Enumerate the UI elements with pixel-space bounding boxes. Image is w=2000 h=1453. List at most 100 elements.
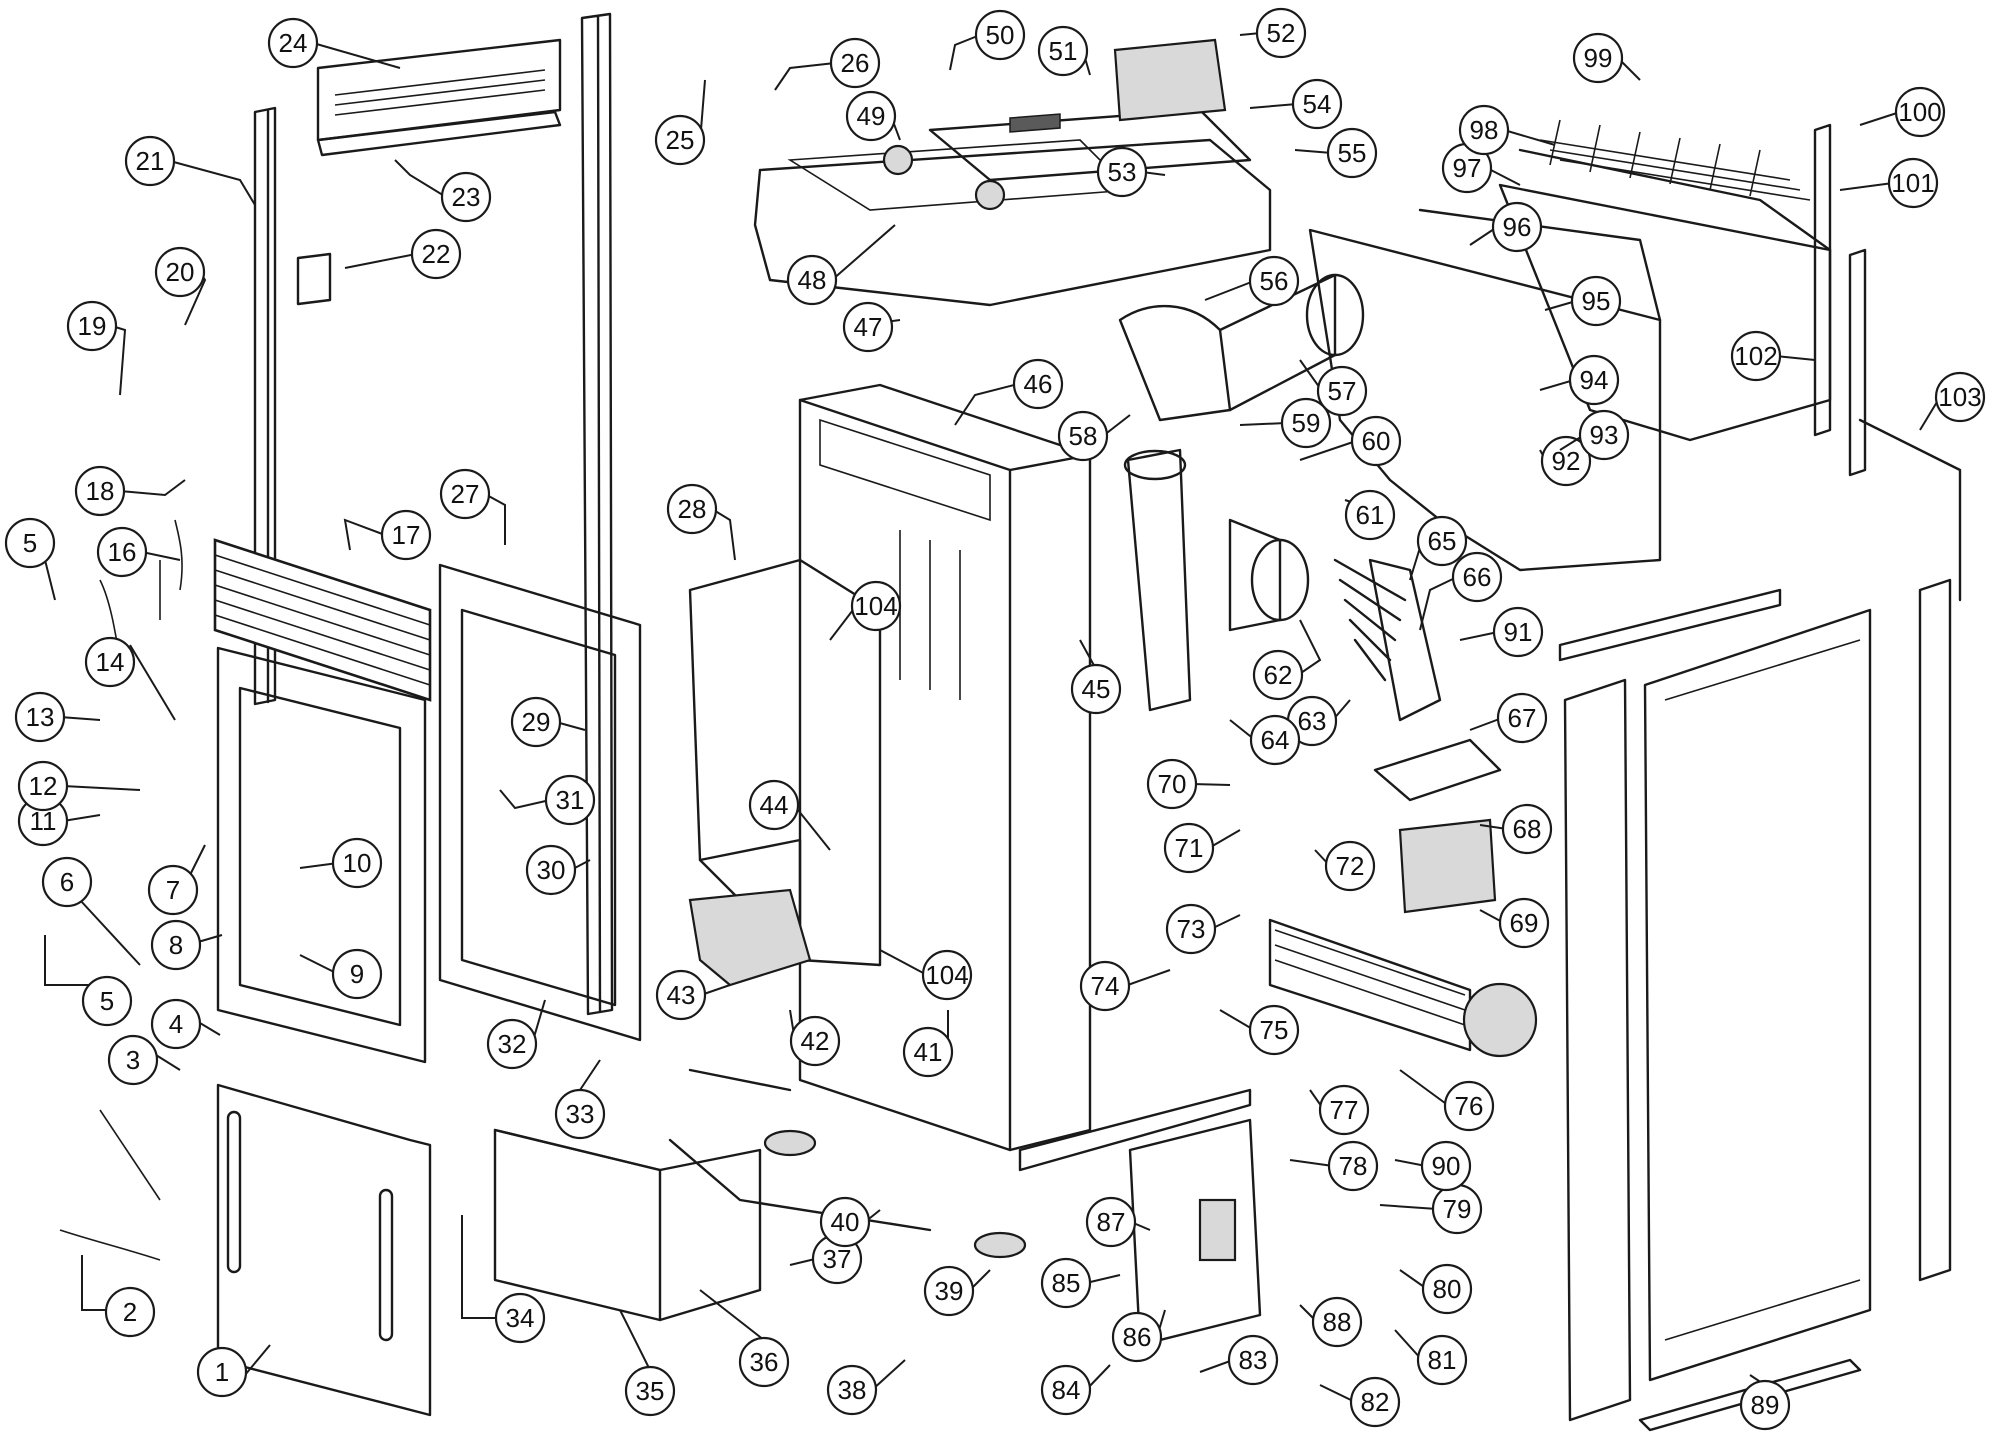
callout-number: 78: [1339, 1151, 1368, 1181]
callout-number: 34: [506, 1303, 535, 1333]
callout-number: 24: [279, 28, 308, 58]
callout-102: 102: [1730, 330, 1816, 382]
callout-26: 26: [774, 37, 881, 91]
callout-circle: [14, 691, 66, 743]
callout-47: 47: [842, 301, 901, 353]
callout-19: 19: [66, 300, 127, 396]
callout-number: 52: [1267, 18, 1296, 48]
callout-circle: [1318, 1084, 1370, 1136]
callout-16: 16: [96, 526, 181, 578]
callout-circle: [1057, 410, 1109, 462]
callout-20: 20: [154, 246, 207, 326]
callout-number: 47: [854, 312, 883, 342]
callout-number: 70: [1158, 769, 1187, 799]
callout-56: 56: [1204, 255, 1300, 307]
leader-line: [1289, 1159, 1334, 1167]
callout-61: 61: [1344, 489, 1396, 541]
callout-circle: [1578, 409, 1630, 461]
callout-circle: [1443, 1080, 1495, 1132]
callout-4: 4: [150, 998, 221, 1050]
callout-number: 57: [1328, 376, 1357, 406]
leader-line: [344, 253, 417, 269]
leader-line: [949, 34, 981, 71]
callout-circle: [1570, 275, 1622, 327]
leader-line: [879, 949, 928, 976]
callout-circle: [1492, 606, 1544, 658]
callout-number: 92: [1552, 446, 1581, 476]
leader-line: [1399, 1069, 1450, 1107]
leader-line: [343, 518, 386, 551]
callout-90: 90: [1394, 1140, 1472, 1192]
callout-89: 89: [1739, 1374, 1791, 1431]
callout-7: 7: [147, 844, 206, 916]
callout-number: 35: [636, 1376, 665, 1406]
callout-number: 9: [350, 959, 364, 989]
callout-circle: [439, 468, 491, 520]
callout-circle: [1227, 1334, 1279, 1386]
callout-38: 38: [826, 1359, 906, 1416]
callout-number: 12: [29, 771, 58, 801]
callout-circle: [154, 246, 206, 298]
leader-line: [789, 1258, 816, 1266]
callout-64: 64: [1229, 714, 1301, 766]
callout-number: 74: [1091, 971, 1120, 1001]
callout-29: 29: [510, 696, 586, 748]
callout-number: 27: [451, 479, 480, 509]
callout-number: 66: [1463, 562, 1492, 592]
leader-line: [1775, 355, 1816, 361]
callout-circle: [842, 301, 894, 353]
callout-circle: [1739, 1379, 1791, 1431]
callout-99: 99: [1572, 32, 1641, 84]
callout-number: 22: [422, 239, 451, 269]
callout-54: 54: [1249, 78, 1343, 130]
callout-circle: [1458, 104, 1510, 156]
callout-number: 55: [1338, 138, 1367, 168]
callout-circle: [150, 919, 202, 971]
callout-circle: [510, 696, 562, 748]
callout-88: 88: [1299, 1296, 1363, 1348]
callout-number: 93: [1590, 420, 1619, 450]
callout-circle: [1496, 692, 1548, 744]
callout-circle: [666, 483, 718, 535]
callout-circle: [331, 837, 383, 889]
leader-line: [62, 814, 101, 822]
callout-number: 17: [392, 520, 421, 550]
callout-13: 13: [14, 691, 101, 743]
callout-circle: [81, 975, 133, 1027]
callout-78: 78: [1289, 1140, 1379, 1192]
leader-line: [1085, 1274, 1121, 1284]
callout-86: 86: [1111, 1309, 1166, 1363]
callout-number: 33: [566, 1099, 595, 1129]
callout-104: 104: [879, 949, 973, 1001]
leader-line: [1379, 1204, 1438, 1210]
callout-number: 67: [1508, 703, 1537, 733]
callout-circle: [1327, 1140, 1379, 1192]
callout-circle: [624, 1365, 676, 1417]
leader-line: [62, 785, 141, 791]
leader-line: [394, 159, 447, 198]
callout-21: 21: [124, 135, 256, 206]
callout-84: 84: [1040, 1364, 1111, 1416]
callout-98: 98: [1458, 104, 1556, 156]
leader-line: [81, 1255, 108, 1311]
callout-circle: [410, 228, 462, 280]
callout-number: 96: [1503, 212, 1532, 242]
callout-number: 26: [841, 48, 870, 78]
callout-circle: [1255, 7, 1307, 59]
callout-number: 80: [1433, 1274, 1462, 1304]
callout-circle: [1012, 358, 1064, 410]
callout-number: 49: [857, 101, 886, 131]
callout-number: 87: [1097, 1207, 1126, 1237]
callout-66: 66: [1419, 551, 1503, 631]
leader-line: [461, 1215, 498, 1319]
callout-81: 81: [1394, 1329, 1468, 1386]
callout-circle: [1416, 1334, 1468, 1386]
callout-circle: [921, 949, 973, 1001]
callout-67: 67: [1469, 692, 1548, 744]
callout-94: 94: [1539, 354, 1620, 406]
callout-number: 91: [1504, 617, 1533, 647]
leader-line: [244, 1344, 271, 1376]
callout-circle: [1311, 1296, 1363, 1348]
callout-22: 22: [344, 228, 462, 280]
